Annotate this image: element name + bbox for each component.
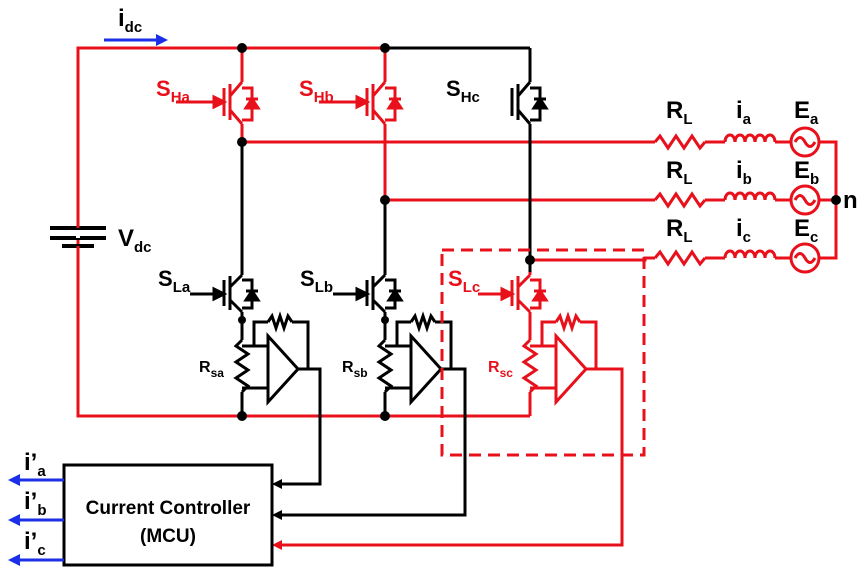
- resistor-rl-a: [653, 133, 707, 151]
- label-slc: SLc: [448, 266, 480, 296]
- label-sla: SLa: [158, 266, 191, 296]
- inductor-b: [723, 191, 777, 201]
- phase-c-output-wire: [530, 256, 655, 262]
- amplifier-b: [409, 332, 444, 406]
- switch-sha: [176, 75, 261, 128]
- shunt-resistor-rsb: [376, 338, 394, 394]
- leg-a-wires: [240, 48, 655, 416]
- label-rl-a: RL: [666, 97, 693, 128]
- label-shb: SHb: [299, 76, 334, 106]
- label-shc: SHc: [446, 76, 480, 106]
- label-ec: Ec: [794, 215, 818, 246]
- label-neutral: n: [843, 187, 858, 214]
- label-rsc: Rsc: [488, 359, 513, 380]
- controller-subtitle: (MCU): [140, 526, 196, 547]
- label-sha: SHa: [156, 76, 191, 106]
- switch-slb: [333, 272, 404, 314]
- shunt-resistor-rsa: [233, 338, 251, 394]
- amplifier-c: [554, 332, 589, 406]
- junction-dots: [237, 43, 841, 421]
- label-output-ib: i’b: [24, 488, 47, 519]
- inductor-c: [723, 249, 777, 259]
- leg-b-wires: [383, 48, 655, 416]
- resistor-rl-c: [653, 249, 707, 267]
- switch-shb: [319, 75, 404, 128]
- shunt-resistor-rsc: [521, 338, 539, 394]
- switch-sla: [190, 272, 261, 314]
- phase-c-highlight-box: [440, 248, 646, 457]
- resistor-rl-b: [653, 191, 707, 209]
- amplifier-a: [266, 332, 301, 406]
- label-idc: idc: [118, 5, 142, 36]
- label-ea: Ea: [794, 97, 819, 128]
- label-eb: Eb: [794, 157, 819, 188]
- shunt-amp-c: [282, 311, 624, 547]
- load-wires: [653, 126, 838, 274]
- label-rl-b: RL: [666, 157, 693, 188]
- controller-input-arrows: [272, 479, 282, 550]
- shunt-amp-a: [233, 311, 322, 486]
- label-ia: ia: [736, 97, 752, 128]
- label-ic: ic: [736, 215, 751, 246]
- switch-slc: [478, 272, 549, 314]
- current-controller-box: [62, 463, 274, 567]
- inductor-a: [723, 133, 777, 143]
- output-arrows: [18, 478, 64, 562]
- label-rl-c: RL: [666, 215, 693, 246]
- label-vdc: Vdc: [118, 225, 152, 256]
- controller-title: Current Controller: [86, 498, 251, 519]
- bottom-dc-bus: [76, 238, 530, 418]
- leg-c-wires: [528, 48, 655, 416]
- label-output-ia: i’a: [24, 449, 46, 480]
- label-slb: SLb: [300, 266, 333, 296]
- shunt-amp-b: [282, 311, 467, 517]
- label-output-ic: i’c: [24, 528, 46, 559]
- label-ib: ib: [736, 157, 752, 188]
- label-rsb: Rsb: [342, 359, 368, 380]
- label-rsa: Rsa: [199, 359, 224, 380]
- switch-shc: [510, 75, 549, 128]
- idc-arrow: [104, 34, 168, 46]
